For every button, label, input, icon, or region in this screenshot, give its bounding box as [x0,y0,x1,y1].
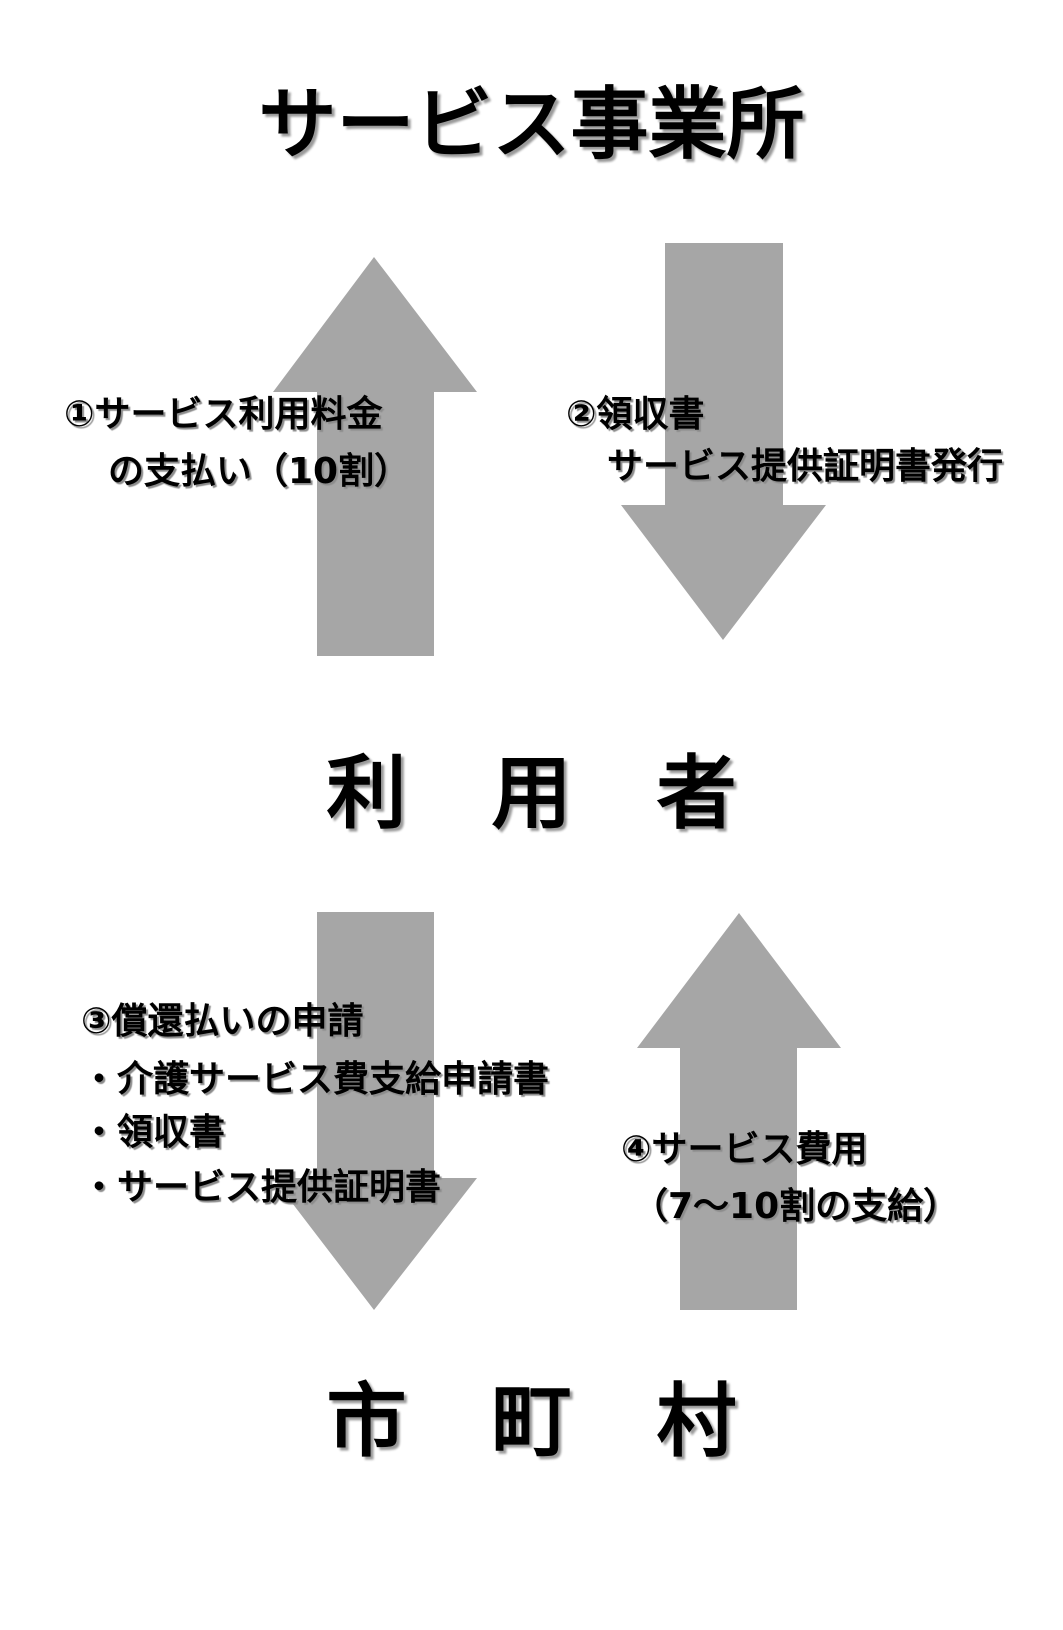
step1-line1: ①サービス利用料金 [64,394,383,435]
user-node: 利用者 [0,754,1063,834]
step3-line1: ③償還払いの申請 [81,1001,364,1042]
step1-line2: の支払い（10割） [108,451,411,492]
step4-line1: ④サービス費用 [621,1129,868,1170]
arrow-up-payment [273,257,477,656]
user-node-char: 利 [326,747,407,840]
user-node-char: 者 [656,747,737,840]
user-node-char: 用 [491,747,572,840]
municipality-node: 市町村 [0,1382,1063,1462]
step4-line2: （7〜10割の支給） [632,1186,960,1227]
step3-line2: ・介護サービス費支給申請書 [81,1059,550,1100]
arrow-down-receipt [621,243,826,640]
step3-line4: ・サービス提供証明書 [81,1167,442,1208]
municipality-node-char: 村 [656,1375,737,1468]
service-provider-title: サービス事業所 [258,80,805,170]
arrow-up-benefit [637,913,841,1310]
municipality-node-char: 町 [491,1375,572,1468]
step3-line3: ・領収書 [81,1112,226,1153]
arrow-down-reimbursement-request [273,912,477,1310]
municipality-node-char: 市 [326,1375,407,1468]
step2-line1: ②領収書 [566,394,705,435]
step2-line2: サービス提供証明書発行 [607,446,1004,487]
